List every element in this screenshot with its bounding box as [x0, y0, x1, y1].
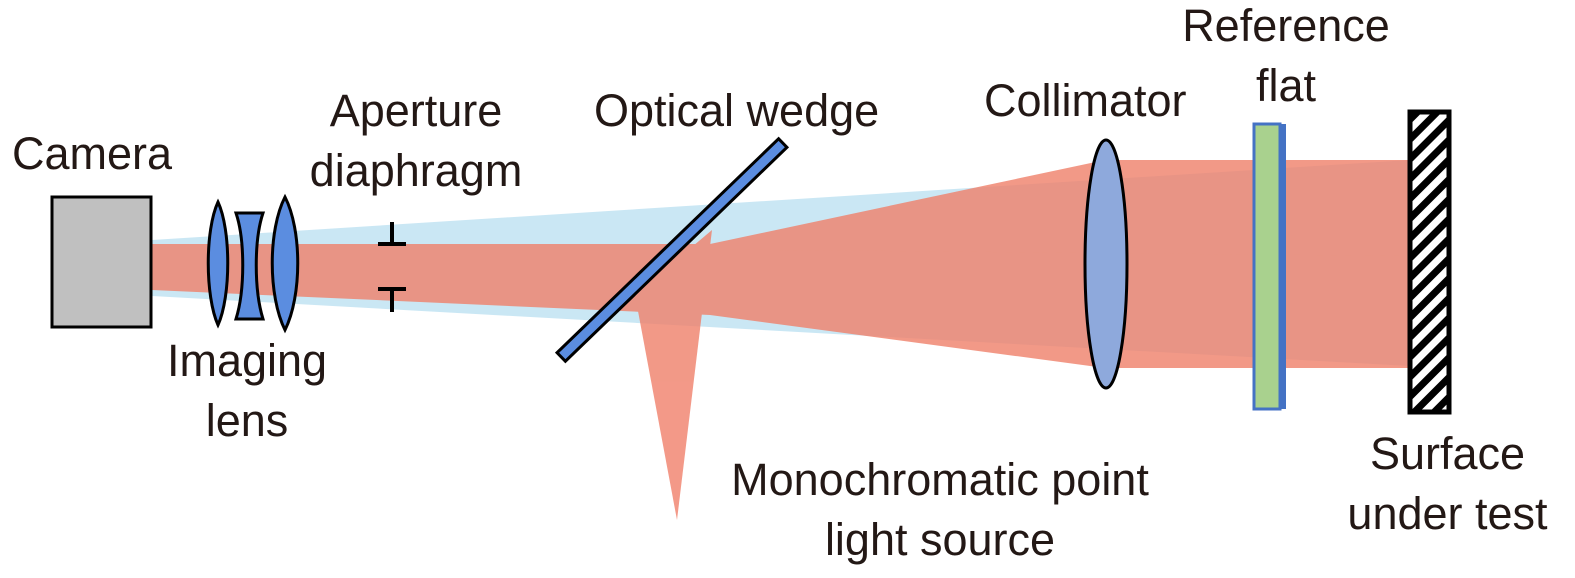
aperture-icon	[378, 222, 406, 312]
aperture-diaphragm-label: Aperture diaphragm	[309, 85, 523, 196]
reference-flat-label: Reference flat	[1182, 0, 1390, 111]
optical-wedge-label: Optical wedge	[594, 85, 880, 136]
collimator-label: Collimator	[984, 75, 1187, 126]
lens-group-icon	[206, 193, 300, 334]
imaging-lens-label: Imaging lens	[166, 335, 328, 446]
light-source-label: Monochromatic point light source	[731, 454, 1149, 565]
camera-icon	[50, 195, 153, 329]
beam-splitter-icon	[554, 136, 790, 364]
camera-label: Camera	[12, 128, 173, 179]
reference-flat-icon	[1252, 122, 1286, 411]
hatched-surface-icon	[1407, 109, 1452, 415]
collimator-lens-icon	[1083, 138, 1129, 390]
surface-under-test-label: Surface under test	[1347, 428, 1548, 539]
